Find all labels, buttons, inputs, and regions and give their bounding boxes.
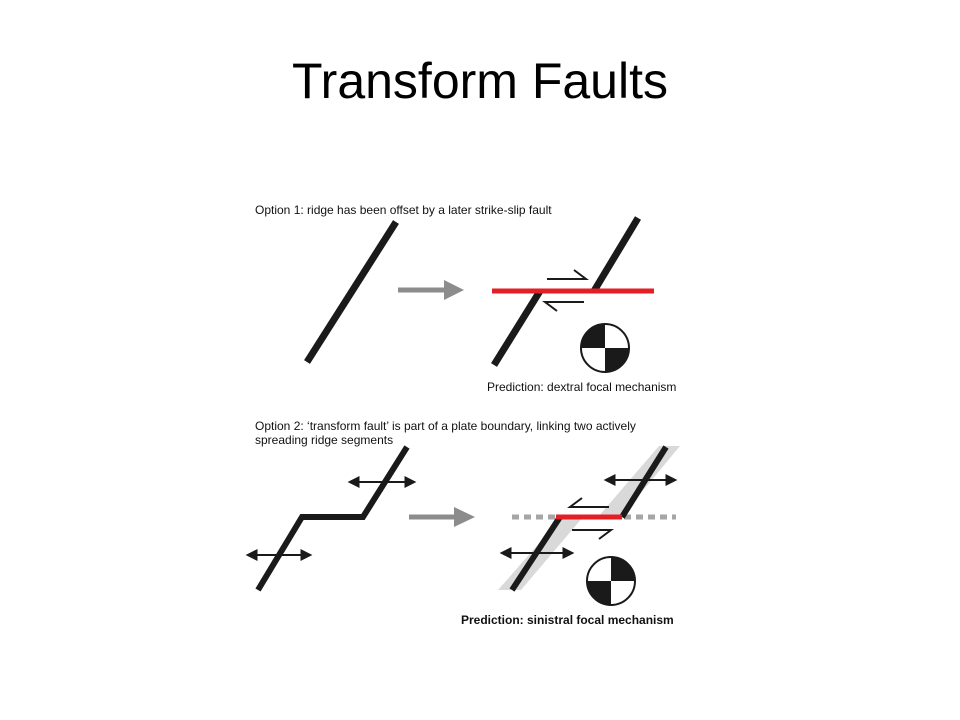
option2-upper-spreading-zone xyxy=(598,446,680,517)
option2-ridge-transform-system xyxy=(255,445,410,592)
option1-upper-slip-arrow xyxy=(547,269,589,280)
option2-process-arrow xyxy=(409,507,475,527)
option1-caption: Option 1: ridge has been offset by a lat… xyxy=(255,203,552,217)
option1-lower-slip-arrow xyxy=(542,301,584,312)
option1-upper-ridge-segment xyxy=(591,216,641,293)
option1-original-ridge xyxy=(304,220,399,364)
option2-focal-mechanism-icon xyxy=(586,556,636,606)
option1-focal-mechanism-icon xyxy=(580,323,630,373)
option1-process-arrow xyxy=(398,280,464,300)
slide-title: Transform Faults xyxy=(291,53,668,109)
option1-prediction: Prediction: dextral focal mechanism xyxy=(487,380,676,394)
option2-caption-line1: Option 2: ‘transform fault’ is part of a… xyxy=(255,419,636,433)
option2-caption-line2: spreading ridge segments xyxy=(255,433,393,447)
option2-lower-slip-arrow xyxy=(572,529,614,540)
option2-upper-slip-arrow xyxy=(567,497,609,508)
option1-lower-ridge-segment xyxy=(491,289,543,367)
option2-prediction: Prediction: sinistral focal mechanism xyxy=(461,613,674,627)
